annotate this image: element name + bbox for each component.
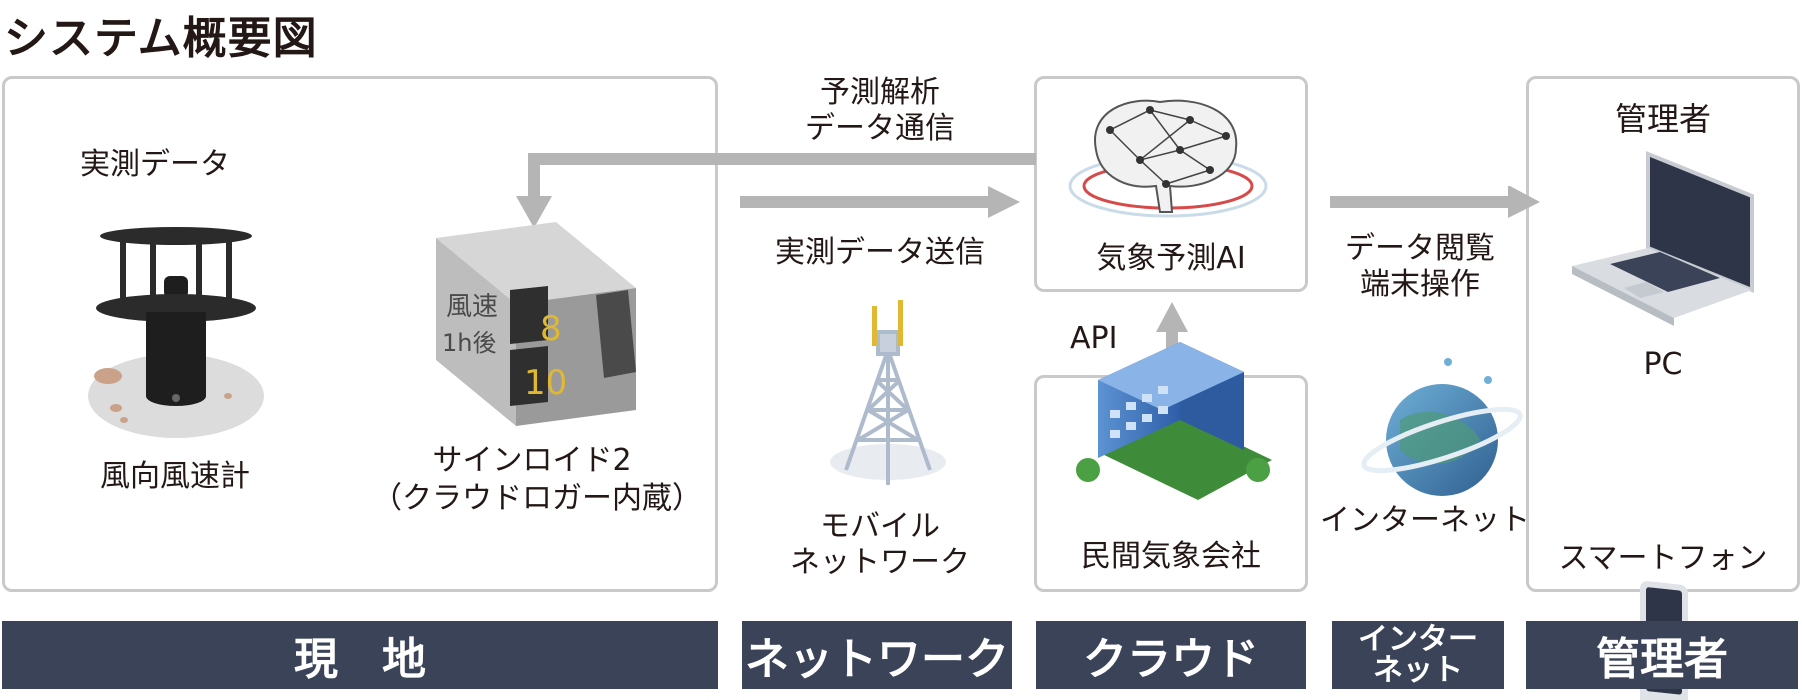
bar-internet: インター ネット: [1332, 621, 1504, 689]
analysis-label-line1: 予測解析: [820, 75, 940, 110]
pc-label: PC: [1643, 347, 1683, 382]
api-label: API: [1070, 321, 1118, 356]
bar-admin: 管理者: [1526, 621, 1798, 689]
measured-data-label: 実測データ: [80, 147, 230, 182]
send-label: 実測データ送信: [775, 235, 985, 270]
internet-label: インターネット: [1320, 503, 1530, 538]
mobile-label-line2: ネットワーク: [790, 545, 970, 580]
admin-panel: [1526, 76, 1800, 592]
page-title: システム概要図: [4, 13, 318, 64]
bar-internet-line1: インター: [1358, 622, 1478, 657]
display-row1-value: 8: [540, 309, 562, 349]
laptop-icon: [1572, 151, 1754, 326]
view-label-line1: データ閲覧: [1345, 231, 1495, 266]
internet-arrow: [1330, 186, 1540, 218]
bar-network: ネットワーク: [742, 621, 1012, 689]
anemometer-icon: [88, 227, 264, 438]
company-label: 民間気象会社: [1081, 539, 1261, 574]
bar-cloud: クラウド: [1036, 621, 1306, 689]
view-label-line2: 端末操作: [1360, 267, 1480, 302]
ai-label: 気象予測AI: [1096, 241, 1246, 276]
display-row1-label: 風速: [446, 292, 499, 322]
anemometer-label: 風向風速計: [100, 459, 250, 494]
bar-internet-line2: ネット: [1373, 653, 1463, 688]
globe-icon: [1361, 358, 1523, 496]
building-icon: [1076, 342, 1272, 500]
admin-title: 管理者: [1614, 100, 1711, 138]
analysis-arrow: [516, 153, 1036, 228]
logger-label-line1: サインロイド2: [432, 443, 632, 478]
mobile-label-line1: モバイル: [820, 509, 940, 544]
phone-label: スマートフォン: [1558, 541, 1768, 576]
logger-device-icon: [436, 222, 636, 426]
analysis-label-line2: データ通信: [805, 111, 955, 146]
bar-site: 現 地: [2, 621, 718, 689]
brain-ai-icon: [1068, 99, 1268, 218]
display-row2-value: 10: [524, 363, 568, 403]
logger-label-line2: （クラウドロガー内蔵）: [372, 481, 702, 516]
display-row2-label: 1h後: [442, 329, 497, 357]
send-arrow: [740, 186, 1020, 218]
tower-icon: [830, 300, 946, 485]
